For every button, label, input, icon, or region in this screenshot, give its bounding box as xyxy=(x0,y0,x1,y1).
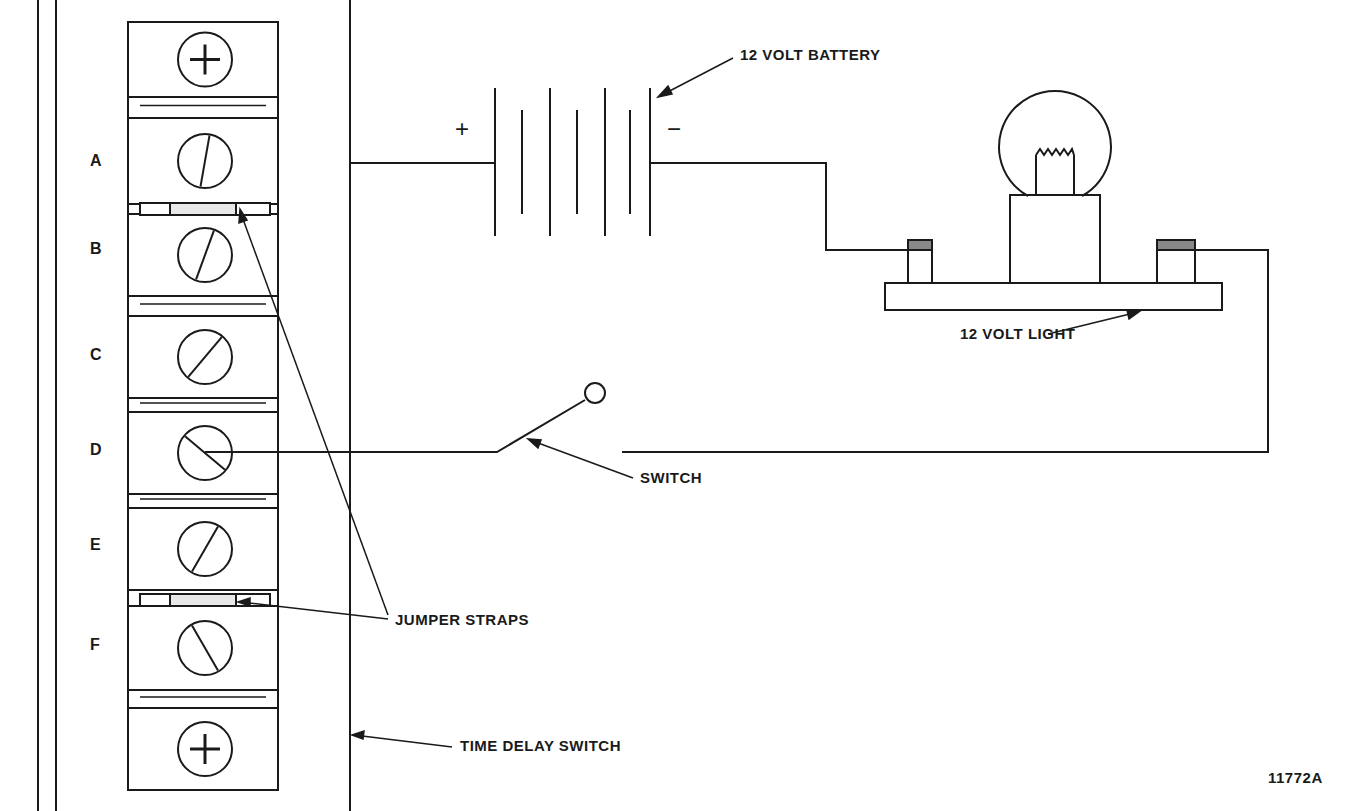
barrier xyxy=(140,498,266,500)
terminal-block xyxy=(128,708,278,790)
battery-symbol xyxy=(495,88,650,236)
component-label: JUMPER STRAPS xyxy=(395,612,529,629)
jumper-strap xyxy=(170,594,236,606)
polarity-sign: + xyxy=(455,116,470,142)
wire xyxy=(350,162,495,164)
lamp-symbol xyxy=(885,91,1222,310)
figure-number: 11772A xyxy=(1268,770,1323,787)
terminal-letter: B xyxy=(90,240,102,258)
jumper-strap xyxy=(170,203,236,215)
jumper-strap xyxy=(140,594,270,606)
strip-edge xyxy=(277,22,279,790)
terminal-screw xyxy=(178,722,232,776)
terminal-letter: D xyxy=(90,441,102,459)
mount-screw xyxy=(204,45,207,75)
terminal-block xyxy=(128,606,278,690)
component-label: SWITCH xyxy=(640,470,702,487)
panel-edge xyxy=(55,0,57,811)
barrier xyxy=(140,105,266,107)
terminal-letter: E xyxy=(90,536,101,554)
strip-edge xyxy=(127,22,129,790)
jumper-strap xyxy=(140,203,270,215)
component-label: TIME DELAY SWITCH xyxy=(460,738,621,755)
switch-blade xyxy=(205,400,585,452)
barrier xyxy=(140,402,266,404)
barrier xyxy=(140,303,266,305)
polarity-sign: − xyxy=(667,116,682,142)
terminal-screw xyxy=(178,134,232,188)
wire xyxy=(622,250,1268,452)
terminal-block xyxy=(128,316,278,398)
leader-line xyxy=(238,58,1140,747)
panel-edge xyxy=(349,0,351,811)
barrier xyxy=(140,696,266,698)
screw-slot xyxy=(200,135,209,186)
terminal-letter: A xyxy=(90,152,102,170)
terminal-screw xyxy=(178,330,232,384)
screw-slot xyxy=(192,625,218,670)
screw-slot xyxy=(188,337,221,377)
terminal-screw xyxy=(178,228,232,282)
switch-contact xyxy=(585,383,605,403)
wire xyxy=(650,163,908,250)
terminal-screw xyxy=(178,522,232,576)
terminal-screw xyxy=(178,621,232,675)
terminal-strip xyxy=(128,22,278,790)
terminal-block xyxy=(128,508,278,590)
mount-screw xyxy=(204,734,207,764)
terminal-letter: C xyxy=(90,346,102,364)
terminal-letter: F xyxy=(90,636,100,654)
component-label: 12 VOLT LIGHT xyxy=(960,326,1075,343)
terminal-block xyxy=(128,118,278,204)
component-label: 12 VOLT BATTERY xyxy=(740,47,881,64)
screw-slot xyxy=(192,526,218,571)
screw-slot xyxy=(196,231,214,280)
terminal-screw xyxy=(178,33,232,87)
panel-edge xyxy=(37,0,39,811)
terminal-block xyxy=(128,22,278,97)
